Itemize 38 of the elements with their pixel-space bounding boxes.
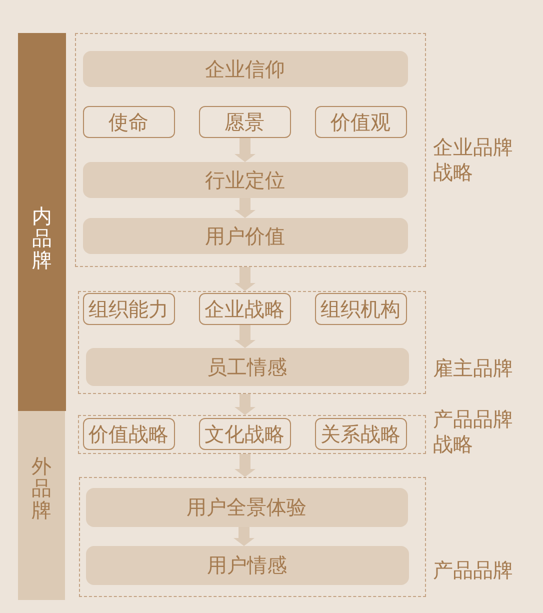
process-box	[82, 162, 408, 198]
tag-label: 企业战略	[204, 296, 284, 320]
process-label: 用户情感	[207, 553, 287, 577]
outlined-tag	[198, 418, 290, 450]
process-label: 用户价值	[205, 224, 285, 248]
outlined-tag	[314, 106, 406, 138]
process-box	[86, 488, 408, 526]
tag-label: 组织能力	[88, 296, 168, 320]
tag-label: 文化战略	[204, 422, 284, 446]
band-label: 内品牌	[32, 205, 52, 271]
group-heading: 产品品牌	[433, 558, 514, 583]
band-label: 外品牌	[32, 455, 52, 521]
outlined-tag	[198, 292, 290, 324]
process-box	[82, 50, 408, 86]
side-band	[18, 33, 66, 411]
side-band	[18, 411, 65, 600]
group-heading: 企业品牌战略	[433, 135, 514, 185]
tag-label: 价值战略	[88, 422, 168, 446]
tag-label: 关系战略	[320, 422, 400, 446]
process-label: 企业信仰	[205, 56, 285, 80]
tag-label: 组织机构	[320, 296, 400, 320]
process-box	[86, 348, 408, 386]
process-label: 行业定位	[205, 168, 285, 192]
outlined-tag	[82, 106, 174, 138]
group-heading: 产品品牌战略	[433, 407, 514, 457]
process-label: 用户全景体验	[186, 495, 306, 519]
tag-label: 使命	[108, 110, 148, 134]
process-box	[86, 546, 408, 584]
tag-label: 价值观	[330, 110, 390, 134]
outlined-tag	[82, 418, 174, 450]
outlined-tag	[314, 418, 406, 450]
outlined-tag	[314, 292, 406, 324]
group-heading: 雇主品牌	[433, 356, 514, 381]
process-label: 员工情感	[207, 354, 287, 378]
outlined-tag	[82, 292, 174, 324]
process-box	[82, 218, 408, 254]
tag-label: 愿景	[224, 110, 264, 134]
outlined-tag	[198, 106, 290, 138]
